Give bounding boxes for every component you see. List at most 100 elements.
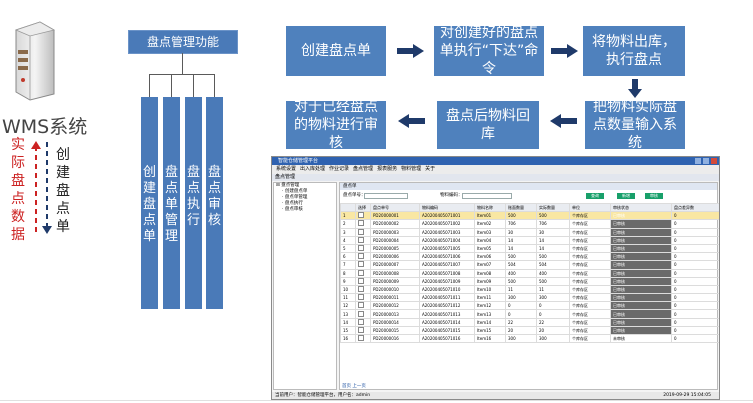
table-cell: 11 bbox=[536, 284, 570, 295]
table-cell: Item03 bbox=[474, 227, 506, 237]
tree-item[interactable]: · 盘点执行 bbox=[282, 201, 303, 206]
table-cell: 0 bbox=[536, 301, 570, 311]
table-cell: A20200405071002 bbox=[419, 219, 475, 229]
column-header[interactable]: 物料名称 bbox=[474, 202, 506, 213]
add-button[interactable]: 新增 bbox=[617, 193, 635, 199]
table-cell: 已审核 bbox=[610, 219, 672, 229]
table-cell: 0 bbox=[671, 252, 719, 262]
row-checkbox[interactable] bbox=[358, 253, 364, 260]
row-checkbox[interactable] bbox=[358, 236, 364, 243]
function-char: 审 bbox=[207, 197, 221, 212]
tree-item[interactable]: · 创建盘点单 bbox=[282, 189, 308, 194]
table-cell: 8 bbox=[340, 268, 356, 278]
row-checkbox[interactable] bbox=[358, 220, 364, 227]
row-checkbox[interactable] bbox=[358, 269, 364, 276]
divider bbox=[0, 400, 753, 401]
maximize-icon[interactable] bbox=[703, 158, 709, 164]
column-header[interactable]: 实际数量 bbox=[536, 202, 570, 213]
column-header[interactable]: 盘点差异数 bbox=[671, 202, 719, 213]
row-checkbox[interactable] bbox=[358, 212, 364, 219]
row-checkbox[interactable] bbox=[358, 261, 364, 268]
column-header[interactable]: 盘点单号 bbox=[370, 202, 420, 213]
column-header[interactable]: 选择 bbox=[355, 202, 371, 213]
row-checkbox[interactable] bbox=[358, 245, 364, 252]
table-cell: 已审核 bbox=[610, 243, 672, 254]
minimize-icon[interactable] bbox=[695, 158, 701, 164]
row-checkbox[interactable] bbox=[358, 335, 364, 342]
status-user: 当前用户：智能仓储管理平台，用户名：admin bbox=[275, 393, 371, 398]
table-cell: 已审核 bbox=[610, 317, 672, 327]
function-char: 执 bbox=[186, 197, 200, 212]
select-cell bbox=[355, 235, 371, 245]
menu-item[interactable]: 作业记录 bbox=[329, 166, 350, 172]
table-cell: 已审核 bbox=[610, 268, 672, 278]
table-cell: 0 bbox=[671, 235, 719, 245]
tree-item[interactable]: · 盘点单管理 bbox=[282, 195, 308, 200]
row-checkbox[interactable] bbox=[358, 310, 364, 317]
connector-branch-4 bbox=[214, 74, 215, 97]
audit-button[interactable]: 审核 bbox=[645, 193, 663, 199]
main-pane: 盘点单 盘点单号： 物料编码： 查询 新增 审核 选择盘点单号物料编码物料名称账… bbox=[339, 182, 719, 390]
table-cell: 已审核 bbox=[610, 293, 672, 303]
column-header[interactable]: 单位 bbox=[569, 202, 611, 213]
table-cell: 1 bbox=[340, 211, 356, 221]
material-code-input[interactable] bbox=[462, 193, 512, 199]
column-header[interactable]: 物料编码 bbox=[419, 202, 475, 213]
table-cell: PD20000014 bbox=[370, 317, 420, 327]
table-cell: 706 bbox=[536, 219, 570, 229]
column-header[interactable] bbox=[340, 202, 356, 213]
tree-root[interactable]: ⊟ 盘点管理 bbox=[276, 183, 300, 188]
table-cell: Item11 bbox=[474, 293, 506, 303]
row-checkbox[interactable] bbox=[358, 277, 364, 284]
table-cell: 2 bbox=[340, 219, 356, 229]
pager[interactable]: 首页 上一页 bbox=[342, 384, 366, 389]
table-cell: A20200405071007 bbox=[419, 260, 475, 270]
column-header[interactable]: 账面数量 bbox=[505, 202, 537, 213]
column-header[interactable]: 审核状态 bbox=[610, 202, 672, 213]
close-icon[interactable] bbox=[711, 158, 717, 164]
row-checkbox[interactable] bbox=[358, 285, 364, 292]
function-char: 点 bbox=[142, 213, 156, 228]
menu-item[interactable]: 报表服务 bbox=[377, 166, 398, 172]
menu-item[interactable]: 物料管理 bbox=[401, 166, 422, 172]
menu-item[interactable]: 系统设置 bbox=[276, 166, 297, 172]
menu-item[interactable]: 盘点管理 bbox=[353, 166, 374, 172]
row-checkbox[interactable] bbox=[358, 302, 364, 309]
row-checkbox[interactable] bbox=[358, 326, 364, 333]
order-number-input[interactable] bbox=[364, 193, 408, 199]
query-button[interactable]: 查询 bbox=[586, 193, 604, 199]
menu-item[interactable]: 关于 bbox=[425, 166, 436, 172]
row-checkbox[interactable] bbox=[358, 294, 364, 301]
actual-data-char: 点 bbox=[11, 191, 25, 207]
menu-item[interactable]: 出入库处理 bbox=[300, 166, 326, 172]
table-cell: 22 bbox=[536, 317, 570, 327]
table-cell: 30 bbox=[505, 227, 537, 237]
tree-item[interactable]: · 盘点审核 bbox=[282, 207, 303, 212]
flow-step-audit: 对于已经盘点的物料进行审核 bbox=[286, 99, 386, 151]
tab-inventory[interactable]: 盘点管理 bbox=[275, 174, 296, 180]
table-cell: 未审核 bbox=[610, 333, 672, 344]
table-cell: 14 bbox=[536, 243, 570, 254]
table-cell: Item09 bbox=[474, 276, 506, 286]
row-checkbox[interactable] bbox=[358, 228, 364, 235]
table-cell: PD20000009 bbox=[370, 276, 420, 286]
row-checkbox[interactable] bbox=[358, 318, 364, 325]
table-cell: 已审核 bbox=[610, 211, 672, 221]
table-cell: 16 bbox=[340, 333, 356, 344]
